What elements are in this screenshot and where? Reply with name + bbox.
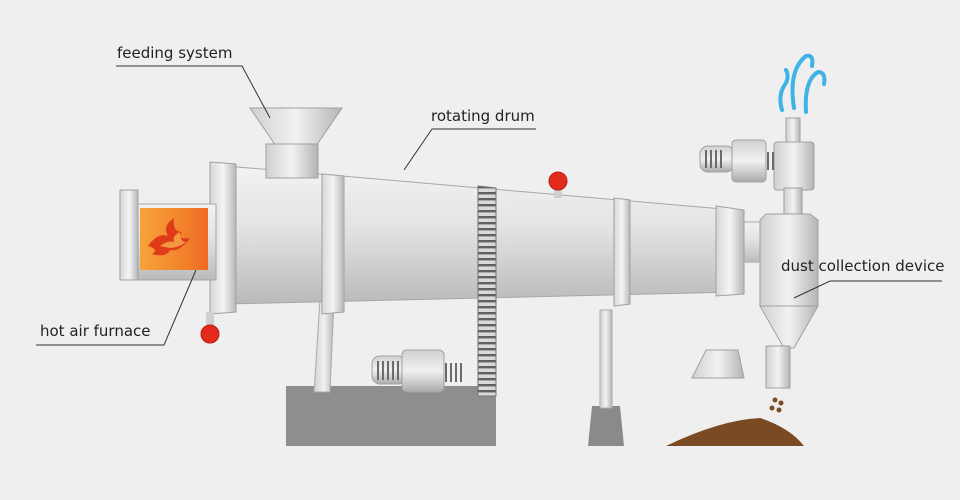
- label-dust-collection-device: dust collection device: [781, 257, 945, 275]
- flame-icon: [148, 218, 190, 256]
- drum-ring-2: [613, 197, 631, 307]
- discharge-hopper: [691, 349, 745, 379]
- left-base-platform: [286, 386, 496, 446]
- drive-motor: [371, 349, 462, 393]
- feeding-hopper: [249, 107, 343, 179]
- dried-material-pile: [666, 418, 804, 446]
- label-rotating-drum: rotating drum: [431, 107, 535, 125]
- right-support-foot: [588, 406, 624, 446]
- leader-dust-collection: [793, 280, 942, 299]
- pressure-indicator-top: [548, 171, 568, 198]
- label-hot-air-furnace: hot air furnace: [40, 322, 151, 340]
- drum-ring-1: [321, 173, 345, 315]
- leader-rotating-drum: [403, 128, 536, 171]
- label-feeding-system: feeding system: [117, 44, 233, 62]
- drum-end-ring: [715, 205, 745, 297]
- leader-lines: [36, 65, 942, 346]
- hot-air-furnace: [119, 189, 217, 281]
- right-support-leg: [599, 309, 613, 409]
- steam-icon: [778, 53, 827, 114]
- gear-ring: [477, 185, 497, 397]
- pressure-indicator-left: [200, 312, 220, 344]
- dust-particles: [769, 397, 784, 413]
- dust-collection-device: [699, 117, 819, 389]
- leader-hot-air-furnace: [36, 269, 197, 346]
- leader-feeding-system: [116, 65, 271, 119]
